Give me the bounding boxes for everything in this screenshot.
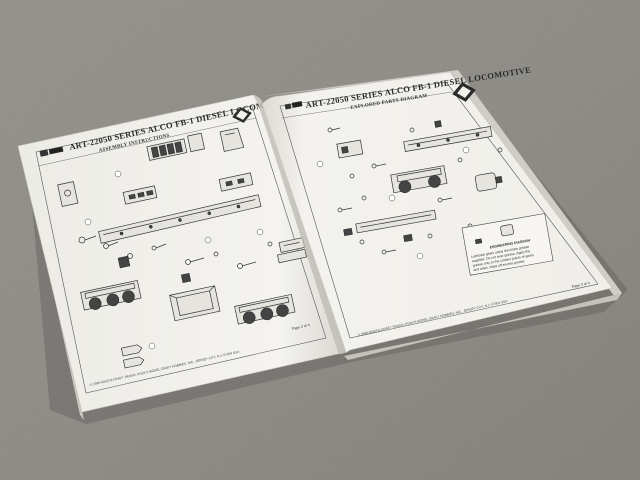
right-page-frame: [279, 81, 599, 339]
left-page-logo: [39, 146, 64, 157]
truck-right: [234, 293, 296, 325]
left-page-frame: [35, 105, 327, 394]
engineering-legend-box: ENGINEERING DIAGRAM Lubricate gears usin…: [461, 213, 554, 276]
left-page-number: Page 2 of 4: [291, 323, 310, 331]
aristo-diamond-logo-left: [232, 107, 252, 123]
left-assembly-drawing: [57, 127, 307, 369]
motor: [474, 172, 503, 192]
right-page-logo: [284, 101, 303, 110]
truck-left: [80, 279, 142, 311]
exploded-parts-drawing: [316, 120, 503, 260]
motor-box: [169, 285, 221, 322]
legend-title: ENGINEERING DIAGRAM: [489, 238, 530, 249]
powered-truck: [390, 165, 448, 194]
booklet-gutter: [253, 95, 346, 354]
right-page-number: Page 3 of 4: [571, 281, 590, 289]
aristo-diamond-logo-right: [452, 82, 476, 102]
